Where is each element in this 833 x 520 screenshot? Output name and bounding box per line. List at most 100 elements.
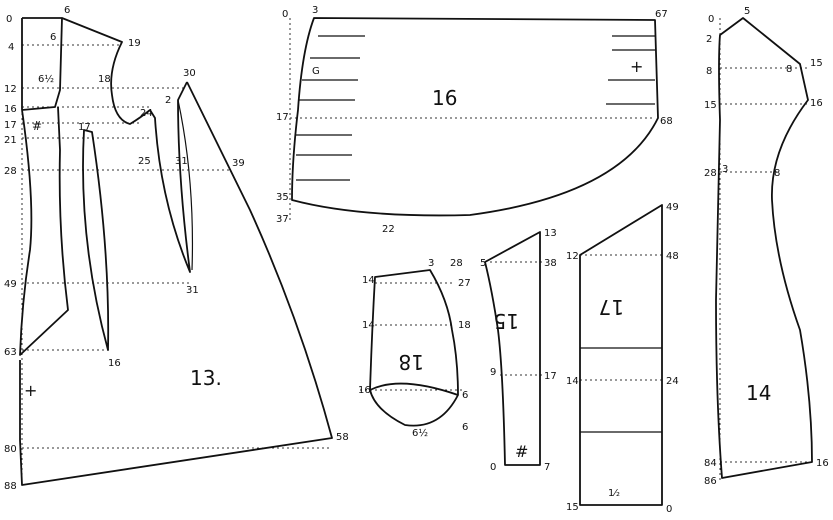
piece-13-labels: 13. 0 4 12 16 17 21 28 49 63 80 88 6 6 6… (4, 5, 349, 492)
piece-14-labels: 14 0 2 5 8 8 15 15 16 28 3 8 84 86 16 (704, 6, 829, 487)
mark: 27 (458, 278, 471, 289)
mark: 25 (138, 156, 151, 167)
piece-18-number: 18 (399, 350, 424, 374)
piece-15-labels: 15 5 13 38 9 17 0 7 # (480, 228, 557, 473)
mark: 0 (282, 9, 288, 20)
mark: 0 (6, 14, 12, 25)
mark: 8 (774, 168, 780, 179)
mark: 17 (78, 122, 91, 133)
piece-15-number: 15 (494, 309, 519, 333)
mark: 28 (704, 168, 717, 179)
piece-15 (484, 231, 545, 466)
mark: 21 (4, 135, 17, 146)
mark: 37 (276, 214, 289, 225)
piece-16 (289, 17, 659, 220)
mark: 15 (704, 100, 717, 111)
mark: 24 (140, 108, 153, 119)
plus-mark: + (24, 381, 37, 400)
mark: 6½ (412, 427, 428, 439)
mark: 12 (566, 251, 579, 262)
mark: 48 (666, 251, 679, 262)
piece-13 (19, 17, 333, 486)
mark: 1⁄₂ (608, 488, 620, 499)
mark: 2 (706, 34, 712, 45)
mark: 58 (336, 432, 349, 443)
mark: 3 (722, 164, 728, 175)
mark: 49 (666, 202, 679, 213)
piece-17-labels: 17 12 48 49 14 24 15 0 1⁄₂ (566, 202, 679, 515)
piece-17-outline (579, 204, 663, 506)
mark: 88 (4, 481, 17, 492)
mark: 0 (490, 462, 496, 473)
mark: 16 (816, 458, 829, 469)
mark: 14 (362, 320, 375, 331)
mark: 6 (462, 390, 468, 401)
mark: 9 (490, 367, 496, 378)
piece-18-outline (369, 269, 459, 427)
mark: 86 (704, 476, 717, 487)
mark: 6 (462, 422, 468, 433)
mark: 5 (744, 6, 750, 17)
piece-15-outline (484, 231, 541, 466)
piece-18-labels: 18 14 14 16 3 28 27 18 6 6 6½ (358, 258, 471, 439)
mark: 16 (4, 104, 17, 115)
mark: 6½ (38, 73, 54, 85)
mark: 39 (232, 158, 245, 169)
mark: 24 (666, 376, 679, 387)
mark: 14 (362, 275, 375, 286)
mark: 28 (4, 166, 17, 177)
piece-14-outline (715, 17, 813, 479)
piece-13-outline (19, 17, 333, 486)
plus-mark: + (630, 57, 643, 76)
mark: 5 (480, 258, 486, 269)
piece-17 (579, 204, 663, 506)
mark: 31 (186, 285, 199, 296)
mark: 49 (4, 279, 17, 290)
mark: 31 (175, 156, 188, 167)
mark: 2 (165, 95, 171, 106)
mark: 22 (382, 224, 395, 235)
mark: 18 (458, 320, 471, 331)
mark: 6 (64, 5, 70, 16)
mark: 12 (4, 84, 17, 95)
mark: 8 (706, 66, 712, 77)
mark: 0 (708, 14, 714, 25)
mark: 15 (566, 502, 579, 513)
mark: 19 (128, 38, 141, 49)
mark: 15 (810, 58, 823, 69)
mark: 3 (312, 5, 318, 16)
mark: 17 (4, 120, 17, 131)
mark: 0 (666, 504, 672, 515)
piece-13-number: 13. (190, 366, 222, 390)
mark: 16 (358, 385, 371, 396)
piece-17-number: 17 (599, 295, 624, 319)
grain-mark: # (515, 442, 528, 461)
mark: 38 (544, 258, 557, 269)
piece-16-outline (291, 17, 659, 217)
mark: 67 (655, 9, 668, 20)
piece-16-number: 16 (432, 86, 457, 110)
mark: 14 (566, 376, 579, 387)
mark: 17 (544, 371, 557, 382)
piece-16-labels: 16 0 3 67 68 17 35 37 22 + G (276, 5, 673, 235)
mark: 16 (108, 358, 121, 369)
piece-18 (360, 269, 462, 427)
mark: 13 (544, 228, 557, 239)
mark: 68 (660, 116, 673, 127)
mark: 8 (786, 64, 792, 75)
mark: 35 (276, 192, 289, 203)
grain-mark: # (32, 119, 42, 133)
mark: 80 (4, 444, 17, 455)
mark: 16 (810, 98, 823, 109)
mark: 63 (4, 347, 17, 358)
mark: 7 (544, 462, 550, 473)
mark: 28 (450, 258, 463, 269)
mark: 18 (98, 74, 111, 85)
mark: 3 (428, 258, 434, 269)
mark: 4 (8, 42, 14, 53)
mark: 6 (50, 32, 56, 43)
mark: 84 (704, 458, 717, 469)
piece-14-number: 14 (746, 381, 771, 405)
piece-14 (715, 17, 813, 480)
